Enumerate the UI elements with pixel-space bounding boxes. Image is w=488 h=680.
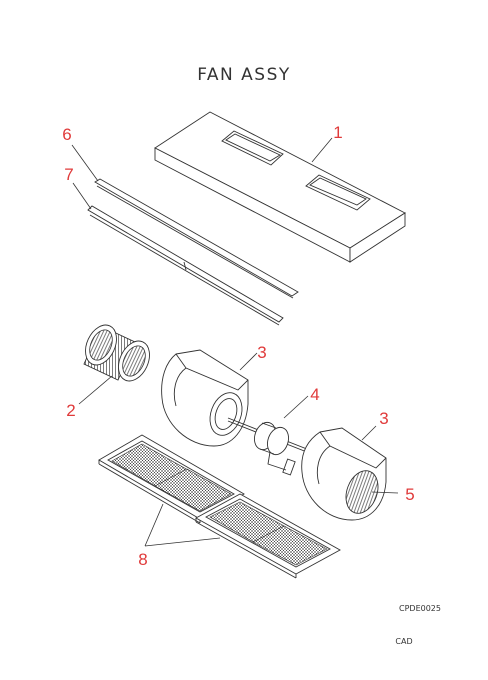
leader-part3-left [239, 352, 258, 371]
callout-part7: 7 [64, 165, 73, 184]
fan-wheel [83, 324, 150, 382]
leader-part6 [71, 144, 99, 182]
reference-code: CPDE0025 [399, 604, 441, 613]
upper-rail [94, 178, 299, 299]
leader-part1 [311, 137, 333, 163]
leader-part2 [78, 375, 113, 405]
filter-right [195, 493, 341, 579]
leader-part7 [72, 182, 92, 210]
blower-housing-right [301, 427, 387, 521]
callout-part6: 6 [62, 125, 71, 144]
fan-motor [227, 417, 341, 476]
leader-part4 [283, 395, 309, 419]
callout-part3-right: 3 [379, 409, 388, 428]
filter-left [98, 434, 245, 524]
leader-part5 [371, 491, 399, 494]
leader-part3-right [361, 425, 377, 441]
cad-label: CAD [395, 637, 412, 646]
callout-part4: 4 [310, 385, 319, 404]
callout-part3-left: 3 [257, 343, 266, 362]
leader-part8 [144, 503, 221, 547]
callout-part1: 1 [333, 123, 342, 142]
top-cover-panel [154, 111, 406, 263]
diagram-title: FAN ASSY [197, 65, 291, 85]
callout-part5: 5 [405, 485, 414, 504]
lower-rail [87, 205, 284, 326]
blower-housing-left [161, 349, 249, 447]
callout-part8: 8 [138, 550, 147, 569]
callout-part2: 2 [66, 401, 75, 420]
